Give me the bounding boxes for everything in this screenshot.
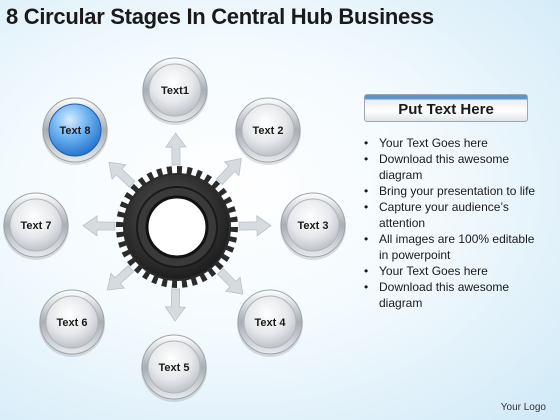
bullet-item: Your Text Goes here [362, 263, 537, 279]
bullet-item: Download this awesome diagram [362, 279, 537, 311]
bullet-item: Bring your presentation to life [362, 183, 537, 199]
page-title: 8 Circular Stages In Central Hub Busines… [6, 4, 434, 29]
stage-label: Text 3 [298, 220, 329, 232]
arrow-icon [216, 267, 244, 295]
stage-label: Text 6 [57, 317, 88, 329]
bullet-item: Capture your audience’s attention [362, 199, 537, 231]
stage-node: Text 6 [39, 289, 105, 357]
stage-label: Text 8 [60, 125, 91, 137]
bullet-item: Download this awesome diagram [362, 151, 537, 183]
bullet-list: Your Text Goes here Download this awesom… [362, 135, 537, 311]
stage-label: Text 4 [255, 317, 287, 329]
arrow-icon [215, 157, 242, 186]
bullet-item: Your Text Goes here [362, 135, 537, 151]
arrow-icon [82, 215, 116, 237]
stage-label: Text 5 [159, 362, 190, 374]
stage-node: Text 2 [235, 97, 301, 165]
arrow-icon [108, 161, 136, 188]
stage-node: Text 5 [141, 334, 207, 402]
stage-label: Text 7 [21, 220, 52, 232]
stage-node: Text 4 [237, 289, 303, 357]
stage-label: Text 2 [253, 125, 284, 137]
panel-heading: Put Text Here [364, 94, 528, 122]
stage-node: Text 3 [280, 192, 346, 260]
logo-text: Your Logo [500, 402, 546, 413]
arrow-icon [106, 265, 135, 291]
bullet-item: All images are 100% editable in powerpoi… [362, 231, 537, 263]
arrow-icon [165, 132, 187, 166]
stage-label: Text1 [161, 85, 189, 97]
arrow-icon [238, 215, 272, 237]
stage-node: Text 8 [42, 97, 108, 165]
tire-icon [116, 166, 238, 288]
arrow-icon [164, 288, 187, 322]
stage-node: Text1 [142, 57, 208, 125]
stage-node: Text 7 [3, 192, 69, 260]
